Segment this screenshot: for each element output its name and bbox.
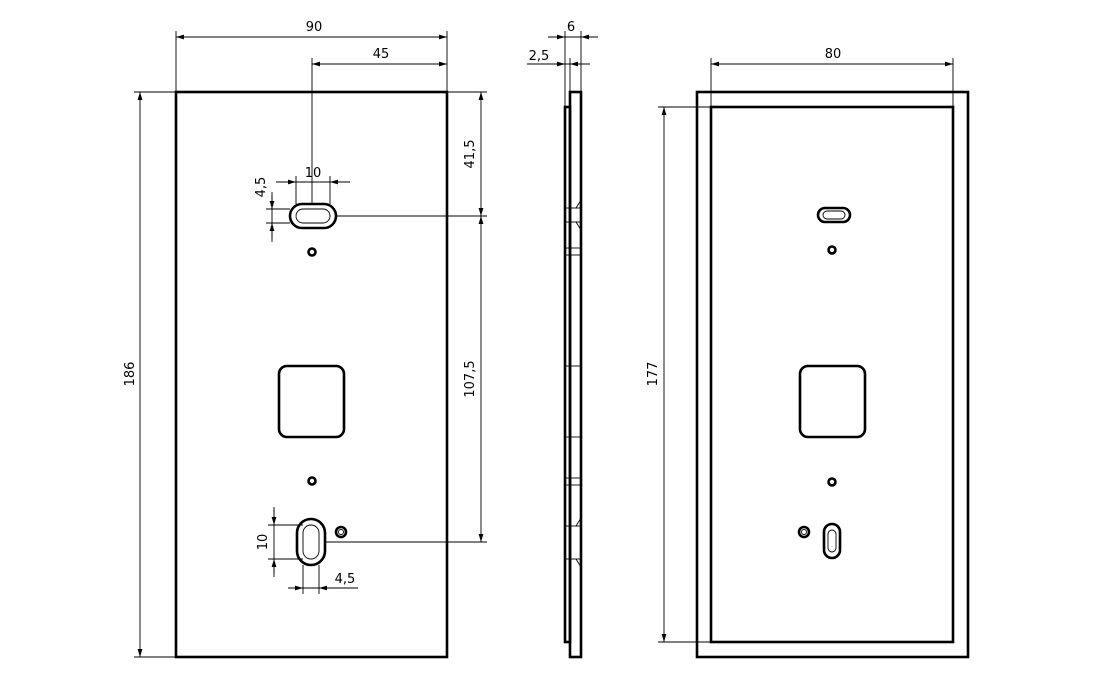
dim-bottom-slot-width: 4,5 xyxy=(335,572,356,587)
back-view: 80 177 xyxy=(646,47,970,659)
side-plate-step xyxy=(563,105,572,644)
bottom-side-hole-inner xyxy=(338,529,344,535)
back-center-screw-hole xyxy=(827,477,837,487)
front-plate-outline xyxy=(174,90,449,659)
dim-top-slot-width: 4,5 xyxy=(254,177,269,198)
dim-top-slot-from-top: 41,5 xyxy=(463,140,478,169)
dim-step-thickness: 2,5 xyxy=(529,49,550,64)
back-center-cutout xyxy=(798,364,867,439)
back-bottom-side-hole xyxy=(797,525,811,539)
back-top-screw-hole xyxy=(827,245,837,255)
back-plate-inner xyxy=(709,105,955,644)
dim-inner-width: 80 xyxy=(825,47,842,62)
dim-slot-spacing: 107,5 xyxy=(463,360,478,397)
back-top-slot-outer xyxy=(816,206,852,224)
back-plate-outer xyxy=(695,90,970,659)
dim-overall-height: 186 xyxy=(123,362,138,387)
top-screw-hole xyxy=(307,247,317,257)
dim-inner-height: 177 xyxy=(646,362,661,387)
bottom-side-hole xyxy=(334,525,348,539)
dim-top-slot-length: 10 xyxy=(305,166,322,181)
bottom-slot-outer xyxy=(295,517,327,567)
side-plate-body xyxy=(568,90,583,659)
top-slot-outer xyxy=(288,202,338,230)
dim-overall-width: 90 xyxy=(306,20,323,35)
top-slot-inner xyxy=(295,208,331,224)
dim-slot-offset: 45 xyxy=(373,47,390,62)
bottom-slot-inner xyxy=(302,524,320,560)
back-bottom-side-hole-inner xyxy=(801,529,807,535)
dim-total-thickness: 6 xyxy=(567,20,575,35)
dim-bottom-slot-length: 10 xyxy=(256,534,271,551)
front-view: 90 45 186 41,5 107,5 10 4,5 xyxy=(123,20,487,659)
back-bottom-slot-outer xyxy=(822,522,842,560)
back-bottom-slot-inner xyxy=(827,529,837,553)
back-top-slot-inner xyxy=(822,210,846,220)
center-screw-hole xyxy=(307,476,317,486)
side-view: 6 2,5 xyxy=(527,20,598,659)
center-cutout xyxy=(277,364,346,439)
